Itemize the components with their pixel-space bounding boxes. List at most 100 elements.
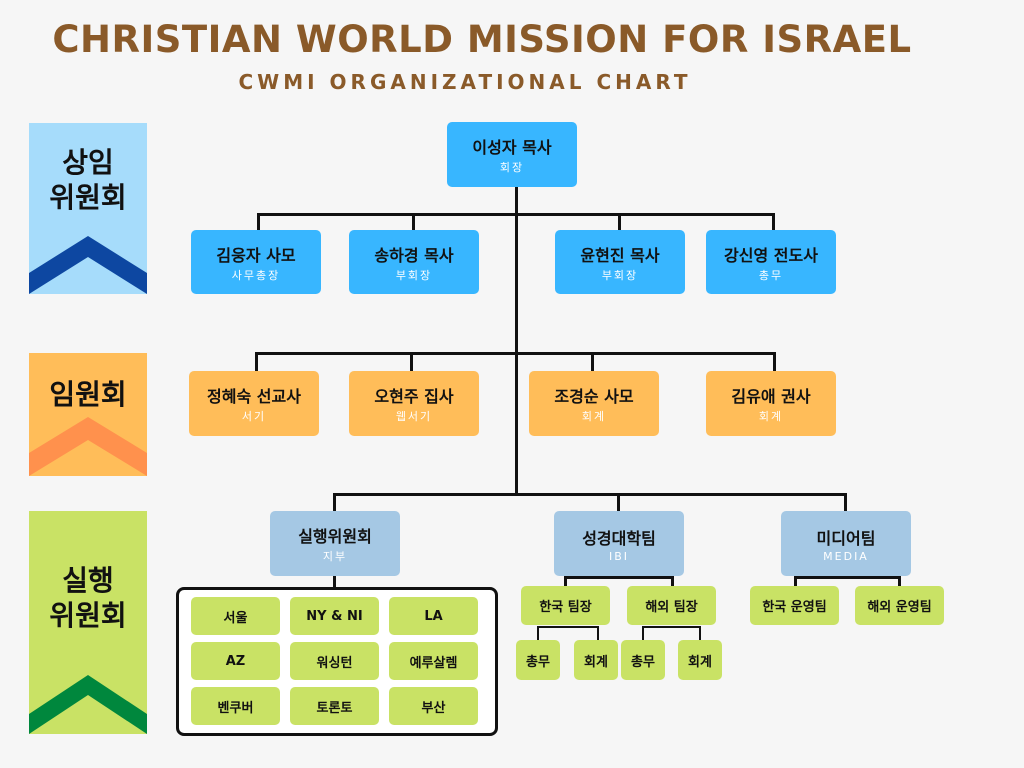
standing-drop-4 bbox=[772, 213, 775, 231]
branch-box: 토론토 bbox=[290, 687, 379, 725]
member-role: 부회장 bbox=[395, 268, 433, 282]
branch-label: 벤쿠버 bbox=[217, 700, 254, 716]
branch-label: 부산 bbox=[421, 700, 446, 716]
executive-box: 미디어팀 MEDIA bbox=[781, 511, 911, 576]
media-team-label: 한국 운영팀 bbox=[762, 600, 827, 615]
branch-label: AZ bbox=[225, 653, 246, 669]
executive-role: 지부 bbox=[322, 550, 348, 563]
branch-label: 워싱턴 bbox=[316, 655, 353, 671]
member-name: 김웅자 사모 bbox=[216, 245, 296, 265]
officer-box: 김유애 권사 회계 bbox=[706, 371, 836, 436]
executive-box: 실행위원회 지부 bbox=[270, 511, 400, 576]
overseas-sub-drop-2 bbox=[699, 626, 701, 640]
executive-role: IBI bbox=[608, 549, 630, 563]
ibi-bus bbox=[564, 576, 674, 579]
officer-role: 회계 bbox=[758, 410, 784, 423]
officers-committee-band: 임원회 bbox=[29, 353, 147, 476]
executive-bus-line bbox=[333, 493, 847, 496]
officers-drop-3 bbox=[591, 352, 594, 372]
ibi-sub-label: 회계 bbox=[584, 654, 608, 670]
ibi-sub-box: 회계 bbox=[574, 640, 618, 680]
officer-name: 조경순 사모 bbox=[554, 387, 634, 406]
branch-box: 부산 bbox=[389, 687, 478, 725]
standing-member-box: 강신영 전도사 총무 bbox=[706, 230, 836, 294]
member-name: 윤현진 목사 bbox=[580, 245, 660, 265]
ibi-team-label: 해외 팀장 bbox=[645, 600, 698, 615]
officer-role: 웹서기 bbox=[395, 410, 433, 423]
chair-box: 이성자 목사 회장 bbox=[447, 122, 577, 187]
media-bus bbox=[794, 576, 901, 579]
ibi-team-box: 해외 팀장 bbox=[627, 586, 716, 625]
page-subtitle: CWMI ORGANIZATIONAL CHART bbox=[238, 70, 692, 94]
branch-label: 예루살렘 bbox=[409, 655, 458, 671]
branch-label: NY & NI bbox=[306, 608, 363, 624]
branch-label: LA bbox=[424, 608, 443, 624]
ibi-drop-overseas bbox=[671, 576, 674, 587]
member-role: 총무 bbox=[758, 268, 784, 282]
executive-name: 미디어팀 bbox=[816, 528, 876, 548]
executive-role: MEDIA bbox=[823, 549, 869, 563]
korea-sub-bus bbox=[537, 626, 599, 628]
ibi-sub-box: 총무 bbox=[516, 640, 560, 680]
ibi-sub-box: 회계 bbox=[678, 640, 722, 680]
officers-drop-4 bbox=[773, 352, 776, 372]
officers-band-label: 임원회 bbox=[49, 378, 127, 411]
korea-sub-drop-2 bbox=[597, 626, 599, 640]
officer-box: 정혜숙 선교사 서기 bbox=[189, 371, 319, 436]
ibi-sub-box: 총무 bbox=[621, 640, 665, 680]
branches-connector bbox=[333, 575, 336, 589]
standing-drop-3 bbox=[618, 213, 621, 231]
officer-name: 김유애 권사 bbox=[731, 387, 811, 406]
ibi-team-box: 한국 팀장 bbox=[521, 586, 610, 625]
officer-box: 조경순 사모 회계 bbox=[529, 371, 659, 436]
officer-name: 정혜숙 선교사 bbox=[207, 387, 301, 406]
executive-name: 실행위원회 bbox=[298, 527, 372, 546]
branch-label: 토론토 bbox=[316, 700, 353, 716]
officers-drop-1 bbox=[255, 352, 258, 372]
officers-band-shape bbox=[29, 353, 147, 476]
media-team-box: 해외 운영팀 bbox=[855, 586, 944, 625]
standing-bus-line bbox=[257, 213, 775, 216]
media-drop-overseas bbox=[898, 576, 901, 587]
branch-box: LA bbox=[389, 597, 478, 635]
branch-label: 서울 bbox=[223, 610, 248, 626]
executive-band-label-2: 위원회 bbox=[49, 599, 127, 632]
officer-box: 오현주 집사 웹서기 bbox=[349, 371, 479, 436]
executive-committee-band: 실행 위원회 bbox=[29, 511, 147, 734]
chair-role: 회장 bbox=[499, 161, 525, 174]
standing-band-shape bbox=[29, 123, 147, 294]
member-name: 송하경 목사 bbox=[374, 245, 454, 265]
executive-band-label-1: 실행 bbox=[62, 564, 114, 597]
overseas-sub-bus bbox=[642, 626, 701, 628]
branch-box: 서울 bbox=[191, 597, 280, 635]
media-drop-korea bbox=[794, 576, 797, 587]
executive-drop-2 bbox=[617, 493, 620, 512]
executive-drop-3 bbox=[844, 493, 847, 512]
standing-band-label-2: 위원회 bbox=[49, 181, 127, 214]
overseas-sub-drop-1 bbox=[642, 626, 644, 640]
branch-box: 벤쿠버 bbox=[191, 687, 280, 725]
page-title: CHRISTIAN WORLD MISSION FOR ISRAEL bbox=[52, 18, 912, 61]
member-role: 사무총장 bbox=[231, 268, 281, 282]
main-trunk-line bbox=[515, 186, 518, 494]
branch-box: NY & NI bbox=[290, 597, 379, 635]
standing-committee-band: 상임 위원회 bbox=[29, 123, 147, 294]
officers-bus-line bbox=[255, 352, 776, 355]
officer-role: 서기 bbox=[241, 410, 267, 423]
ibi-sub-label: 총무 bbox=[631, 654, 655, 670]
branch-box: AZ bbox=[191, 642, 280, 680]
standing-member-box: 윤현진 목사 부회장 bbox=[555, 230, 685, 294]
chair-name: 이성자 목사 bbox=[472, 138, 552, 157]
branch-box: 예루살렘 bbox=[389, 642, 478, 680]
media-team-box: 한국 운영팀 bbox=[750, 586, 839, 625]
media-team-label: 해외 운영팀 bbox=[867, 600, 932, 615]
standing-drop-2 bbox=[412, 213, 415, 231]
ibi-sub-label: 회계 bbox=[688, 654, 712, 670]
executive-box: 성경대학팀 IBI bbox=[554, 511, 684, 576]
executive-band-shape bbox=[29, 511, 147, 734]
executive-drop-1 bbox=[333, 493, 336, 512]
branch-box: 워싱턴 bbox=[290, 642, 379, 680]
officer-role: 회계 bbox=[581, 410, 607, 423]
korea-sub-drop-1 bbox=[537, 626, 539, 640]
officers-drop-2 bbox=[410, 352, 413, 372]
